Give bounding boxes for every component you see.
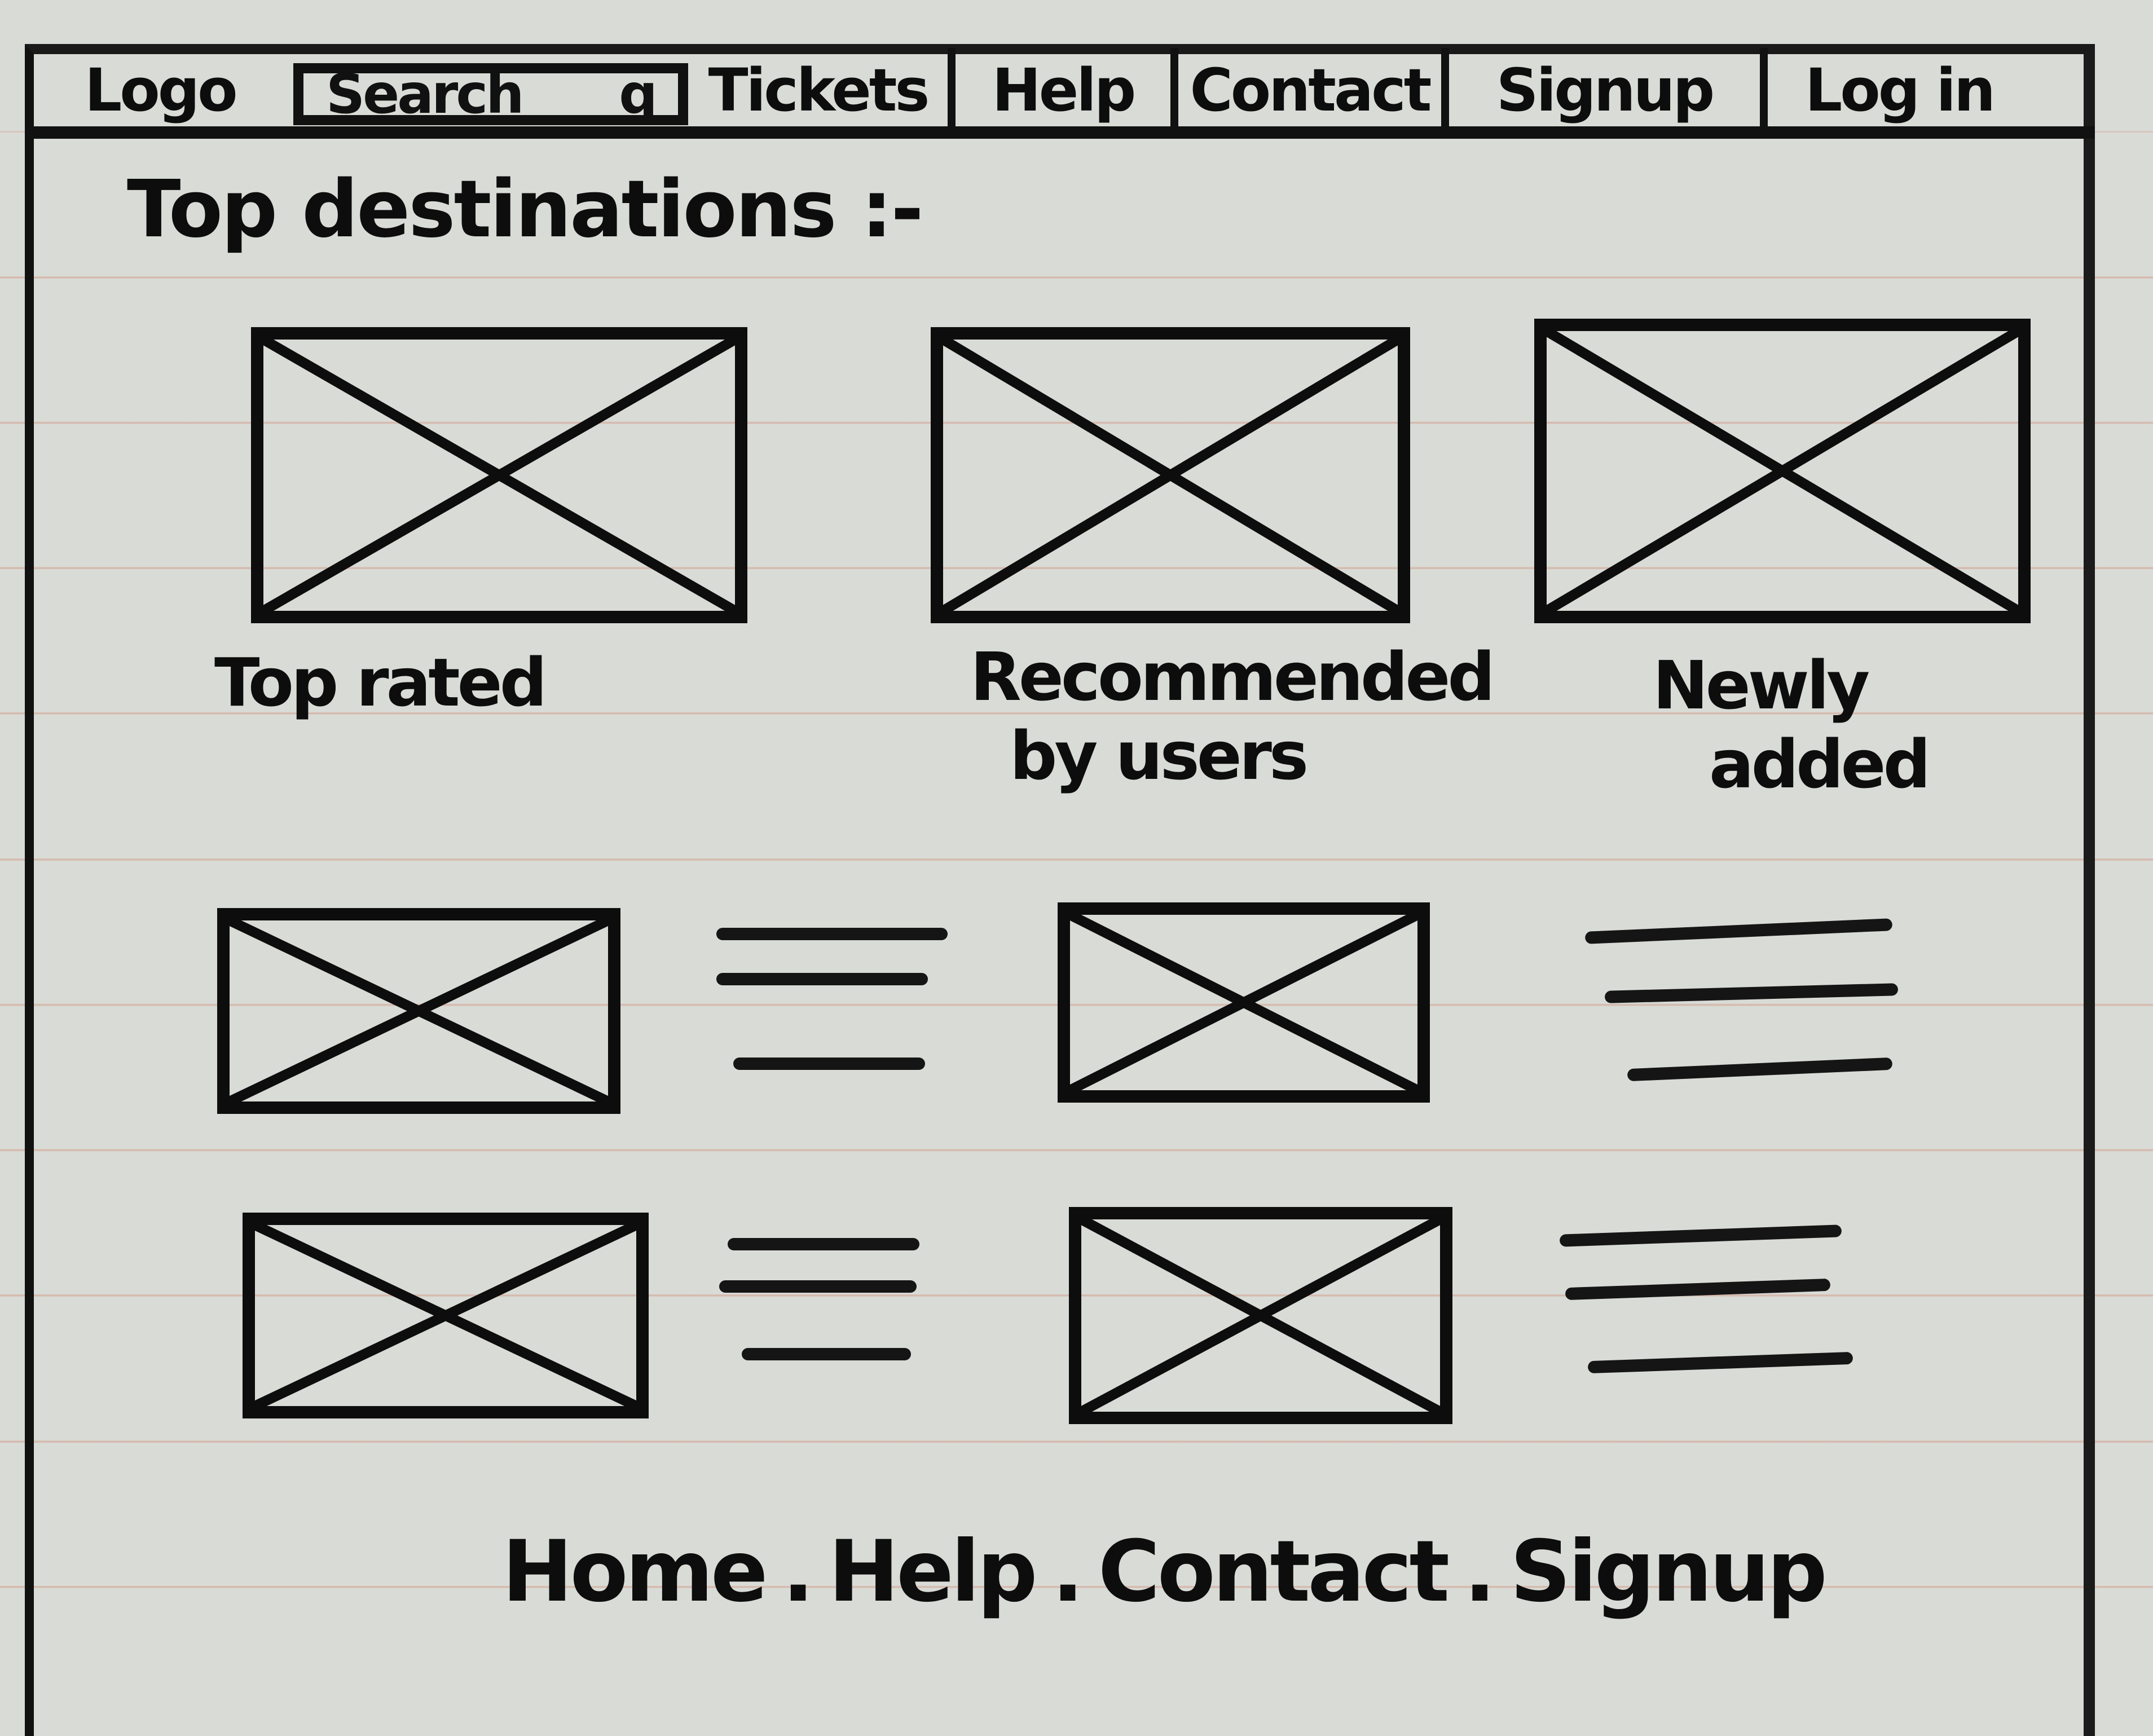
featured-caption-top-rated[interactable]: Top rated bbox=[214, 643, 666, 722]
search-label: Search bbox=[326, 63, 525, 126]
text-line bbox=[719, 1280, 917, 1293]
text-line bbox=[728, 1238, 919, 1250]
footer-separator: . bbox=[1464, 1523, 1496, 1621]
page-title: Top destinations :- bbox=[127, 164, 924, 255]
text-line bbox=[733, 1058, 925, 1070]
caption-line: by users bbox=[1010, 717, 1309, 795]
footer-link-help[interactable]: Help bbox=[828, 1523, 1038, 1621]
featured-image-recommended[interactable] bbox=[931, 327, 1410, 623]
image-placeholder-icon bbox=[943, 340, 1398, 611]
listing-image[interactable] bbox=[243, 1213, 649, 1418]
image-placeholder-icon bbox=[230, 920, 608, 1101]
nav-item-help[interactable]: Help bbox=[948, 48, 1170, 133]
footer-link-signup[interactable]: Signup bbox=[1510, 1523, 1828, 1621]
listing-image[interactable] bbox=[1069, 1207, 1452, 1424]
footer-link-contact[interactable]: Contact bbox=[1098, 1523, 1450, 1621]
caption-line: Newly bbox=[1653, 646, 1870, 724]
footer: Home . Help . Contact . Signup bbox=[502, 1523, 1884, 1621]
text-line bbox=[716, 973, 928, 985]
navbar: Logo Search q Tickets Help Contact Signu… bbox=[34, 48, 2095, 139]
nav-item-label: Contact bbox=[1190, 56, 1432, 125]
nav-item-tickets[interactable]: Tickets bbox=[688, 48, 948, 133]
nav-item-contact[interactable]: Contact bbox=[1170, 48, 1441, 133]
text-line bbox=[742, 1348, 911, 1360]
listing-image[interactable] bbox=[217, 908, 620, 1114]
image-placeholder-icon bbox=[263, 340, 735, 611]
featured-image-top-rated[interactable] bbox=[251, 327, 747, 623]
text-line bbox=[716, 928, 948, 940]
nav-item-label: Log in bbox=[1804, 56, 1996, 125]
listing-image[interactable] bbox=[1058, 902, 1430, 1103]
logo-label: Logo bbox=[85, 56, 238, 125]
page-frame bbox=[25, 44, 2095, 1736]
nav-item-label: Signup bbox=[1496, 56, 1715, 125]
caption-line: Top rated bbox=[214, 644, 547, 721]
featured-caption-newly-added[interactable]: Newly added bbox=[1653, 646, 2048, 804]
image-placeholder-icon bbox=[1081, 1219, 1440, 1412]
image-placeholder-icon bbox=[1547, 331, 2018, 611]
footer-separator: . bbox=[782, 1523, 814, 1621]
nav-item-login[interactable]: Log in bbox=[1760, 48, 2031, 133]
caption-line: added bbox=[1709, 725, 1931, 803]
search-icon[interactable]: q bbox=[619, 63, 658, 126]
caption-line: Recommended bbox=[970, 638, 1495, 716]
footer-link-home[interactable]: Home bbox=[502, 1523, 768, 1621]
footer-separator: . bbox=[1051, 1523, 1084, 1621]
logo[interactable]: Logo bbox=[34, 48, 293, 133]
search-input[interactable]: Search q bbox=[293, 63, 688, 126]
nav-item-signup[interactable]: Signup bbox=[1441, 48, 1760, 133]
nav-item-label: Tickets bbox=[708, 56, 930, 125]
nav-item-label: Help bbox=[992, 56, 1137, 125]
featured-image-newly-added[interactable] bbox=[1534, 319, 2031, 623]
image-placeholder-icon bbox=[1070, 915, 1417, 1090]
image-placeholder-icon bbox=[255, 1225, 636, 1406]
featured-caption-recommended[interactable]: Recommended by users bbox=[970, 637, 1495, 795]
